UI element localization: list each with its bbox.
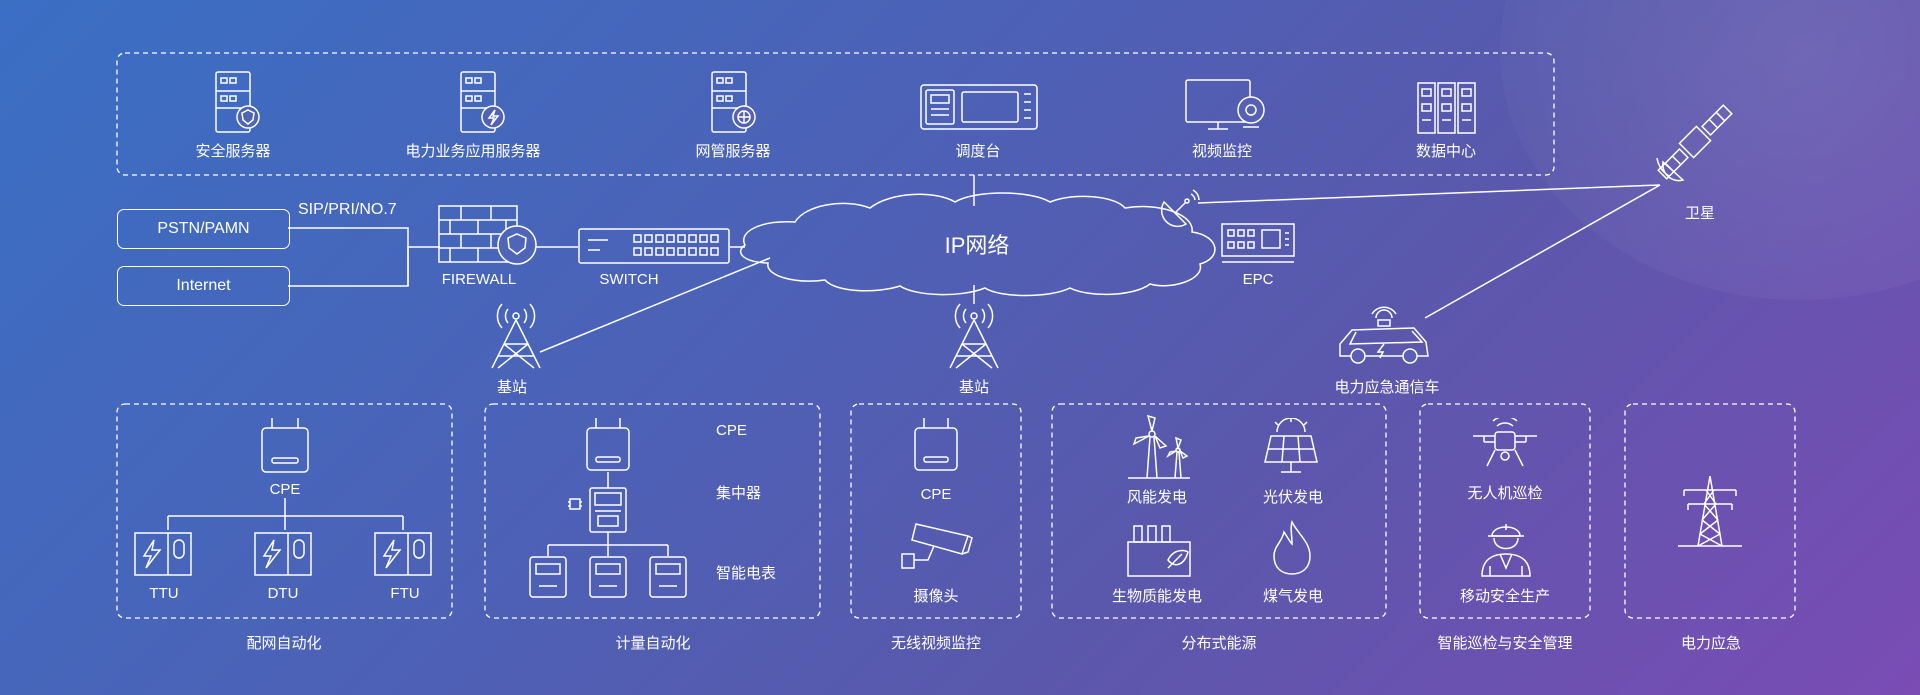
datacenter-icon <box>1417 82 1476 134</box>
distribution-group-box <box>116 403 453 619</box>
concentrator-icon <box>568 487 627 533</box>
biomass-power-icon <box>1127 525 1191 577</box>
drone-inspection-label: 无人机巡检 <box>1467 485 1543 502</box>
metering-tree-lines <box>547 472 669 556</box>
emergency-group-title: 电力应急 <box>1680 635 1742 652</box>
energy-group-box <box>1051 403 1387 619</box>
base-station-2-icon <box>949 303 999 369</box>
smart-meter-1-icon <box>529 556 567 598</box>
dtu-label: DTU <box>267 585 299 602</box>
pstn-link <box>288 227 409 286</box>
solar-power-label: 光伏发电 <box>1262 489 1324 506</box>
video-cpe-icon <box>914 418 958 471</box>
security-server-icon <box>215 71 260 133</box>
metering-cpe-icon <box>586 418 630 471</box>
wind-power-label: 风能发电 <box>1126 489 1188 506</box>
pstn-box: PSTN/PAMN <box>117 209 290 249</box>
power-app-server-icon <box>460 71 505 133</box>
video-cpe-label: CPE <box>920 486 952 503</box>
video-group-title: 无线视频监控 <box>890 635 982 652</box>
basestation1-cloud-link <box>539 257 771 353</box>
satellite-label: 卫星 <box>1684 205 1716 222</box>
smart-meter-label: 智能电表 <box>716 565 777 582</box>
metering-group-title: 计量自动化 <box>615 635 691 652</box>
inspection-group-title: 智能巡检与安全管理 <box>1437 635 1573 652</box>
internet-box: Internet <box>117 266 290 306</box>
network-mgmt-server-icon <box>711 71 756 133</box>
safety-worker-icon <box>1481 524 1531 577</box>
base-station-2-label: 基站 <box>958 379 990 396</box>
sip-protocol-label: SIP/PRI/NO.7 <box>298 201 397 218</box>
switch-icon <box>578 228 730 264</box>
camera-icon <box>901 523 973 569</box>
solar-power-icon <box>1264 418 1318 473</box>
ftu-terminal-icon <box>374 532 432 576</box>
satellite-dish-icon <box>1160 189 1200 228</box>
ip-network-label: IP网络 <box>944 233 1010 258</box>
ttu-terminal-icon <box>134 532 192 576</box>
distribution-cpe-icon <box>261 418 309 473</box>
video-monitor-label: 视频监控 <box>1191 143 1253 160</box>
ttu-label: TTU <box>149 585 179 602</box>
inspection-group-box <box>1419 403 1591 619</box>
epc-device-icon <box>1221 223 1295 263</box>
dtu-terminal-icon <box>254 532 312 576</box>
mobile-safety-label: 移动安全生产 <box>1459 588 1551 605</box>
epc-label: EPC <box>1242 271 1274 288</box>
server-group-box <box>116 52 1555 176</box>
power-app-server-label: 电力业务应用服务器 <box>405 143 541 160</box>
base-station-1-icon <box>491 303 541 369</box>
energy-group-title: 分布式能源 <box>1181 635 1257 652</box>
emergency-vehicle-icon <box>1339 306 1429 364</box>
switch-label: SWITCH <box>599 271 659 288</box>
video-monitor-icon <box>1185 79 1265 130</box>
satellite-icon <box>1656 104 1733 182</box>
emergency-group-box <box>1624 403 1796 619</box>
emergency-vehicle-label: 电力应急通信车 <box>1334 379 1440 396</box>
satellite-vehicle-link <box>1424 184 1661 319</box>
concentrator-label: 集中器 <box>716 485 762 502</box>
metering-cpe-label: CPE <box>716 422 747 439</box>
camera-label: 摄像头 <box>913 588 959 605</box>
firewall-icon <box>438 205 537 265</box>
gas-power-label: 煤气发电 <box>1262 588 1324 605</box>
biomass-power-label: 生物质能发电 <box>1111 588 1203 605</box>
gas-power-icon <box>1273 520 1311 575</box>
ip-cloud-shape <box>739 192 1216 297</box>
wind-power-icon <box>1128 414 1190 479</box>
distribution-tree-lines <box>167 498 404 530</box>
dispatch-console-label: 调度台 <box>955 143 1001 160</box>
distribution-group-title: 配网自动化 <box>246 635 322 652</box>
datacenter-label: 数据中心 <box>1415 143 1477 160</box>
drone-icon <box>1473 418 1537 467</box>
power-tower-icon <box>1678 475 1742 547</box>
metering-group-box <box>484 403 821 619</box>
ftu-label: FTU <box>390 585 420 602</box>
satellite-dish-link <box>1197 184 1661 204</box>
smart-meter-2-icon <box>589 556 627 598</box>
dispatch-console-icon <box>920 84 1038 130</box>
distribution-cpe-label: CPE <box>269 481 301 498</box>
security-server-label: 安全服务器 <box>195 143 271 160</box>
base-station-1-label: 基站 <box>496 379 528 396</box>
network-mgmt-server-label: 网管服务器 <box>695 143 771 160</box>
internet-link <box>288 246 440 287</box>
video-group-box <box>850 403 1022 619</box>
firewall-label: FIREWALL <box>441 271 517 288</box>
smart-meter-3-icon <box>649 556 687 598</box>
